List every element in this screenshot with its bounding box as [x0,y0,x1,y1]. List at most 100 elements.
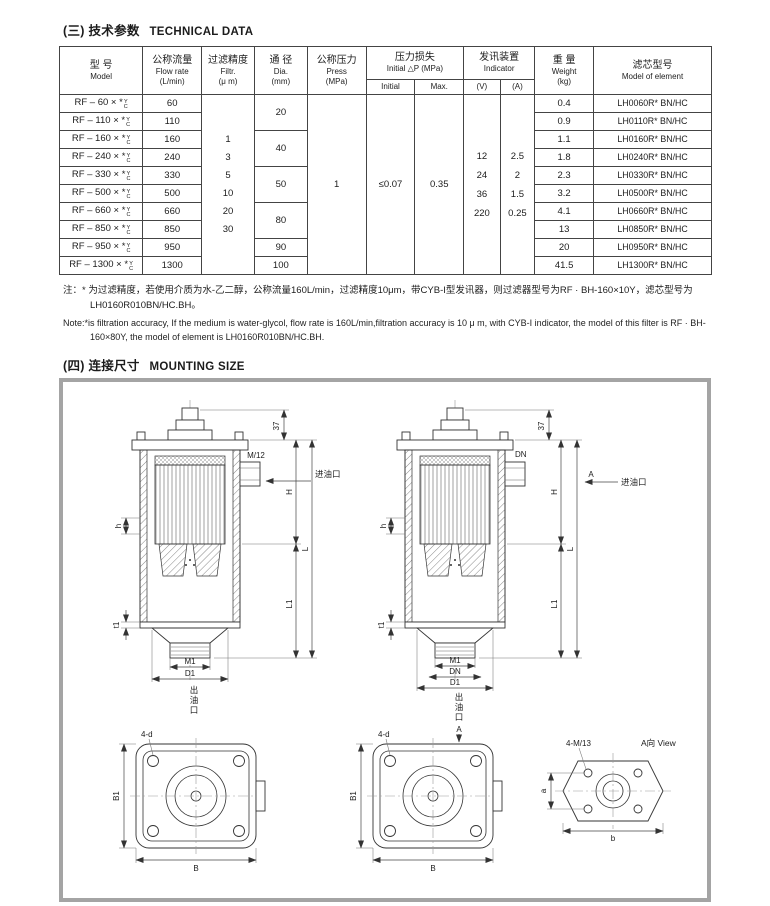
dim-label-B-left: B [193,864,198,873]
cell-element: LH0950R* BN/HC [593,238,712,257]
cell-element: LH0500R* BN/HC [593,184,712,203]
cell-weight: 3.2 [534,184,595,203]
cell-element: LH1300R* BN/HC [593,256,712,275]
dim-label-L-right: L [566,546,575,551]
dim-label-37-right: 37 [537,421,546,430]
cell-flow: 950 [142,238,203,257]
dim-label-h-right: h [379,524,388,528]
cell-flow: 1300 [142,256,203,275]
cell-flow: 160 [142,130,203,149]
dim-label-M1-left: M1 [184,657,196,666]
cell-diameter: 80 [253,202,308,239]
cell-flow: 60 [142,94,203,113]
cell-element: LH0060R* BN/HC [593,94,712,113]
col-indicator-volt: (V) [463,79,501,95]
col-loss-max: Max. [414,79,465,95]
cell-element: LH0330R* BN/HC [593,166,712,185]
bolt-holes-label-mid: 4-d [378,730,390,739]
technical-data-title-en: TECHNICAL DATA [149,26,254,38]
bolt-holes-label-a-view: 4-M/13 [566,739,591,748]
note-cn: 注：* 为过滤精度，若使用介质为水-乙二醇，公称流量160L/min，过滤精度1… [63,285,693,311]
dim-label-D1-right: D1 [450,678,461,687]
mounting-size-title-cn: (四) 连接尺寸 [63,359,140,373]
cell-flow: 240 [142,148,203,167]
dn-top-label: DN [515,450,527,459]
dim-label-L-left: L [301,546,310,551]
outlet-port-label-right: 油 [455,702,464,712]
outlet-port-label-left: 油 [190,695,199,705]
dim-label-H-left: H [285,489,294,495]
cell-diameter: 20 [253,94,308,131]
dim-label-t1-right: t1 [377,621,386,628]
cell-element: LH0240R* BN/HC [593,148,712,167]
flange-bottom-view-left: 4-d B1 B [112,730,266,873]
cell-flow: 850 [142,220,203,239]
cell-weight: 1.8 [534,148,595,167]
mounting-drawing-panel: 37 H L1 L h t1 [59,378,711,902]
dim-label-t1-left: t1 [112,621,121,628]
dim-label-B-mid: B [430,864,435,873]
mounting-drawing: 37 H L1 L h t1 [112,399,677,873]
col-indicator-amp: (A) [499,79,536,95]
dim-label-DN-bottom: DN [449,667,461,676]
cell-weight: 2.3 [534,166,595,185]
note-en: Note:*is filtration accuracy, If the med… [63,318,706,342]
cell-diameter: 40 [253,130,308,167]
cell-weight: 1.1 [534,130,595,149]
cell-element: LH0660R* BN/HC [593,202,712,221]
outlet-port-label-right: 口 [455,712,464,722]
dim-label-L1-left: L1 [285,599,294,608]
dim-label-h-left: h [114,524,123,528]
dim-label-B1-left: B1 [112,791,121,801]
cell-flow: 660 [142,202,203,221]
outlet-port-label-right: 出 [455,692,464,702]
flange-a-view: 4-M/13 A向 View a b [539,738,677,843]
cell-weight: 20 [534,238,595,257]
dim-label-M1-right: M1 [449,656,461,665]
inlet-port-label-left: 进油口 [315,469,341,479]
cell-weight: 41.5 [534,256,595,275]
dim-label-a: a [539,788,548,793]
cell-flow: 110 [142,112,203,131]
col-loss-initial: Initial [365,79,416,95]
outlet-port-label-left: 口 [190,705,199,715]
technical-data-title-cn: (三) 技术参数 [63,24,140,38]
mounting-size-title: (四) 连接尺寸 MOUNTING SIZE [63,355,245,374]
right-assembly-drawing: 37 H L1 L h t1 [377,399,647,743]
cell-flow: 500 [142,184,203,203]
dim-label-L1-right: L1 [550,599,559,608]
cell-flow: 330 [142,166,203,185]
cell-weight: 13 [534,220,595,239]
bolt-holes-label-left: 4-d [141,730,153,739]
technical-data-title: (三) 技术参数 TECHNICAL DATA [63,20,253,39]
view-a-mark: A [588,470,594,479]
mounting-size-title-en: MOUNTING SIZE [149,361,245,373]
cell-loss-initial: ≤0.07 [365,94,416,275]
cell-diameter: 100 [253,256,308,275]
cell-element: LH0850R* BN/HC [593,220,712,239]
flange-bottom-view-mid: 4-d B1 B [349,730,503,873]
dim-label-H-right: H [550,489,559,495]
cell-element: LH0160R* BN/HC [593,130,712,149]
outlet-port-label-left: 出 [190,685,199,695]
